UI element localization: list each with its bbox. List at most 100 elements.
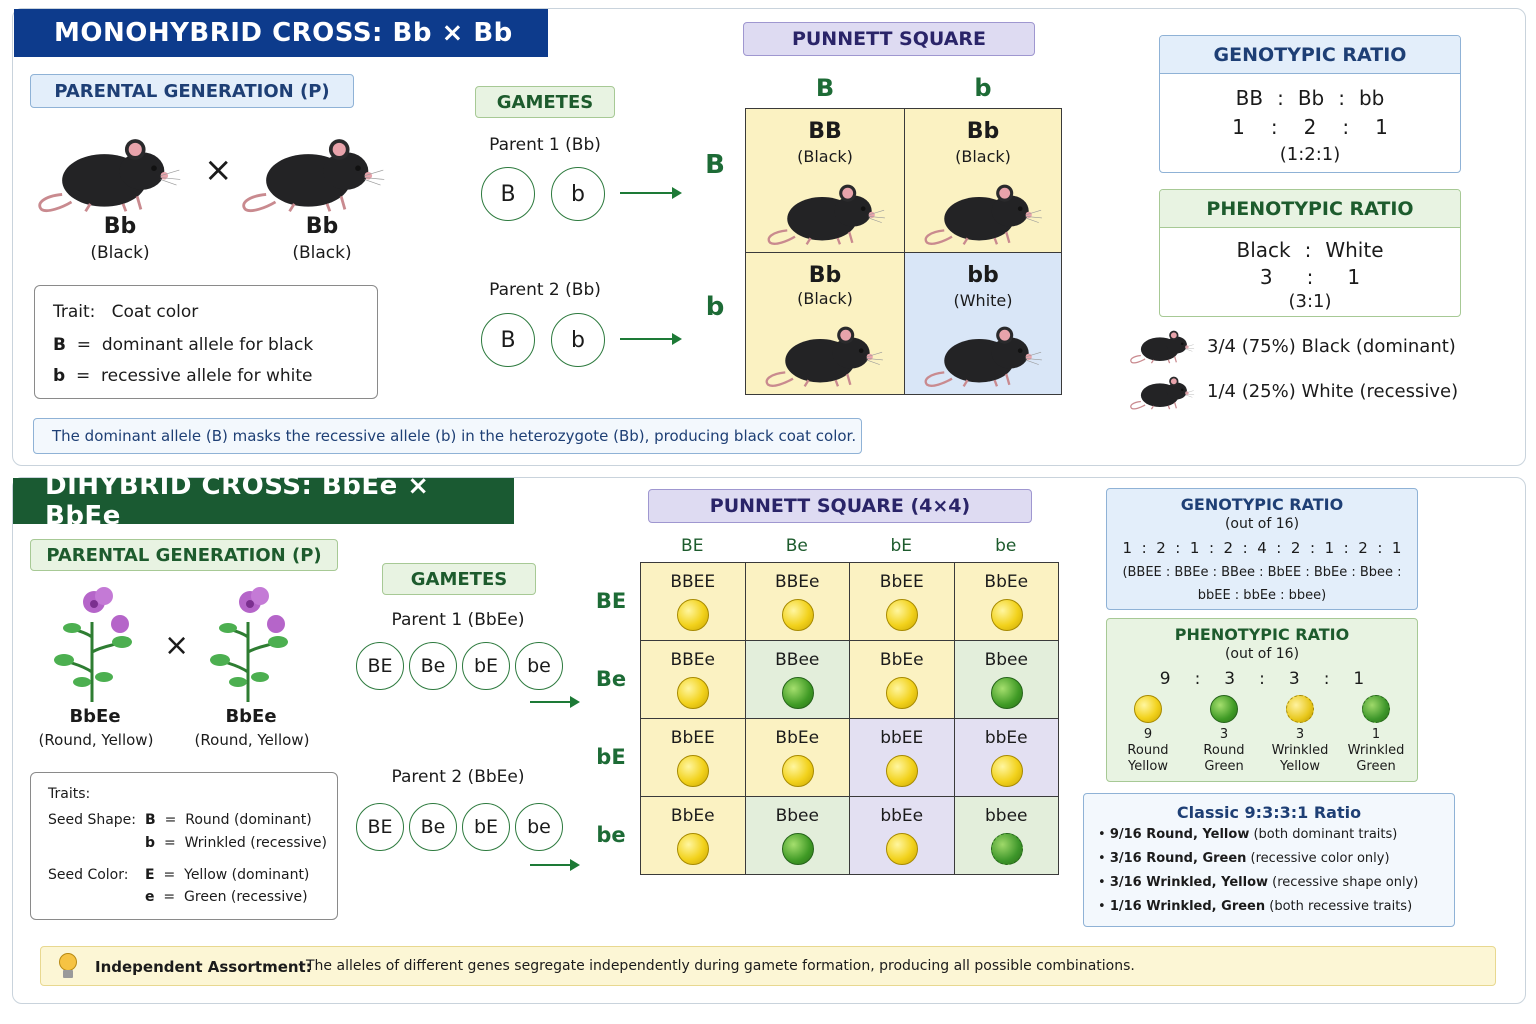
- mono-genotypic-names: BB:Bb:bb: [1160, 86, 1460, 110]
- di-punnett-cell: BBEe: [744, 562, 850, 641]
- mono-punnett-label: PUNNETT SQUARE: [743, 22, 1035, 56]
- mono-cross-symbol: ×: [204, 150, 233, 190]
- classic-ratio-item: • 3/16 Round, Green (recessive color onl…: [1098, 851, 1390, 866]
- allele-B: B: [145, 812, 156, 828]
- classic-item-strong: 9/16 Round, Yellow: [1109, 827, 1250, 842]
- ratio-sep: :: [1270, 115, 1278, 139]
- di-genotypic-ratio-box: GENOTYPIC RATIO (out of 16) 1 : 2 : 1 : …: [1106, 488, 1418, 610]
- di-phenotypic-sub: (out of 16): [1224, 646, 1300, 662]
- yellow-pea-icon: [886, 755, 919, 787]
- gamete-circle: bE: [462, 642, 510, 690]
- di-genotypic-line2: bbEE : bbEe : bbee): [1197, 588, 1327, 603]
- mono-gamete-parent2-label: Parent 2 (Bb): [489, 280, 601, 300]
- gamete-circle: be: [515, 803, 563, 851]
- di-punnett-cell: Bbee: [744, 796, 850, 875]
- wrinkled-green-pea-icon: [1362, 695, 1390, 723]
- mouse-black-icon: [34, 126, 184, 216]
- gamete-circle: BE: [356, 642, 404, 690]
- pheno-color: Green: [1356, 759, 1396, 774]
- arrow-icon: [530, 859, 580, 871]
- classic-item-rest: (both dominant traits): [1249, 827, 1398, 842]
- mono-gametes-label: GAMETES: [475, 86, 615, 118]
- eq-sign: =: [163, 889, 176, 905]
- mouse-black-icon: [238, 126, 388, 216]
- ratio-sep: :: [1259, 669, 1265, 689]
- di-gamete-parent1-label: Parent 1 (BbEe): [391, 610, 525, 630]
- gamete-circle: b: [551, 313, 605, 367]
- gamete-circle: BE: [356, 803, 404, 851]
- ratio-term: White: [1325, 238, 1384, 262]
- mono-parent2-genotype: Bb: [305, 214, 339, 239]
- ratio-num: 1: [1353, 669, 1365, 689]
- green-pea-icon: [781, 833, 814, 865]
- cell-phenotype: (Black): [797, 289, 853, 308]
- classic-ratio-item: • 1/16 Wrinkled, Green (both recessive t…: [1098, 899, 1412, 914]
- ratio-term: bb: [1358, 86, 1385, 110]
- pheno-color: Yellow: [1127, 759, 1169, 774]
- mouse-white-icon: [1128, 372, 1196, 410]
- mono-genotypic-ratio-box: GENOTYPIC RATIO BB:Bb:bb 1:2:1 (1:2:1): [1159, 35, 1461, 173]
- pheno-color: Green: [1204, 759, 1244, 774]
- di-punnett-cell: BbEe: [953, 562, 1059, 641]
- cell-genotype: bbEe: [880, 806, 924, 826]
- di-genotypic-line1: (BBEE : BBEe : BBee : BbEE : BbEe : Bbee…: [1122, 565, 1402, 580]
- cell-genotype: bbEe: [984, 728, 1028, 748]
- di-col-header: Be: [785, 536, 808, 556]
- mouse-black-icon: [762, 317, 886, 389]
- ratio-term: BB: [1235, 86, 1264, 110]
- eq-sign: =: [75, 366, 91, 386]
- yellow-pea-icon: [886, 677, 919, 709]
- pheno-count: 3: [1295, 727, 1305, 742]
- di-punnett-cell: BBee: [744, 640, 850, 719]
- mouse-white-icon: [921, 317, 1045, 389]
- classic-item-rest: (recessive color only): [1246, 851, 1390, 866]
- eq-sign: =: [164, 812, 177, 828]
- di-parental-label: PARENTAL GENERATION (P): [30, 539, 338, 571]
- di-genotypic-sub: (out of 16): [1224, 516, 1300, 532]
- di-punnett-cell: BbEe: [744, 718, 850, 797]
- classic-item-rest: (recessive shape only): [1268, 875, 1419, 890]
- di-col-header: BE: [681, 536, 704, 556]
- di-punnett-cell: BbEe: [849, 640, 955, 719]
- mono-note: The dominant allele (B) masks the recess…: [33, 418, 862, 454]
- ratio-sep: :: [1342, 115, 1350, 139]
- round-yellow-pea-icon: [1134, 695, 1162, 723]
- mono-punnett-cell: Bb (Black): [904, 108, 1062, 253]
- cell-genotype: BbEe: [670, 806, 715, 826]
- mono-phenotypic-ratio-box: PHENOTYPIC RATIO Black:White 3:1 (3:1): [1159, 189, 1461, 317]
- ratio-num: 2: [1303, 115, 1317, 139]
- footer-label: Independent Assortment:: [95, 958, 312, 976]
- pheno-count: 3: [1219, 727, 1229, 742]
- mono-punnett-cell: bb (White): [904, 252, 1062, 395]
- ratio-sep: :: [1338, 86, 1345, 110]
- di-punnett-cell: BBEE: [640, 562, 746, 641]
- cell-genotype: BbEE: [879, 572, 924, 592]
- di-parent2-phenotype: (Round, Yellow): [194, 731, 310, 749]
- mono-parent2-phenotype: (Black): [292, 243, 352, 263]
- independent-assortment-footer: Independent Assortment: The alleles of d…: [40, 946, 1496, 986]
- mono-punnett-cell: Bb (Black): [745, 252, 905, 395]
- di-punnett-cell: BbEE: [640, 718, 746, 797]
- mono-legend-white: 1/4 (25%) White (recessive): [1207, 381, 1459, 402]
- mono-punnett-cell: BB (Black): [745, 108, 905, 253]
- allele-desc: Round (dominant): [185, 812, 312, 828]
- cell-genotype: BbEe: [879, 650, 924, 670]
- cell-phenotype: (Black): [797, 147, 853, 166]
- ratio-num: 3: [1224, 669, 1236, 689]
- bullet-icon: •: [1098, 875, 1110, 890]
- di-classic-box: Classic 9:3:3:1 Ratio • 9/16 Round, Yell…: [1083, 793, 1455, 927]
- gamete-circle: Be: [409, 642, 457, 690]
- di-punnett-label: PUNNETT SQUARE (4×4): [648, 489, 1032, 523]
- mono-parent1-genotype: Bb: [103, 214, 137, 239]
- ratio-num: 1: [1347, 265, 1361, 289]
- mono-genotypic-nums: 1:2:1: [1160, 115, 1460, 139]
- pheno-count: 9: [1143, 727, 1153, 742]
- allele-B: B: [53, 335, 66, 355]
- yellow-pea-icon: [677, 833, 710, 865]
- mono-row-header: B: [705, 150, 725, 180]
- di-punnett-cell: BBEe: [640, 640, 746, 719]
- pheno-shape: Round: [1127, 743, 1169, 758]
- mouse-black-icon: [1128, 326, 1196, 364]
- di-classic-title: Classic 9:3:3:1 Ratio: [1176, 803, 1362, 822]
- classic-item-strong: 3/16 Wrinkled, Yellow: [1109, 875, 1269, 890]
